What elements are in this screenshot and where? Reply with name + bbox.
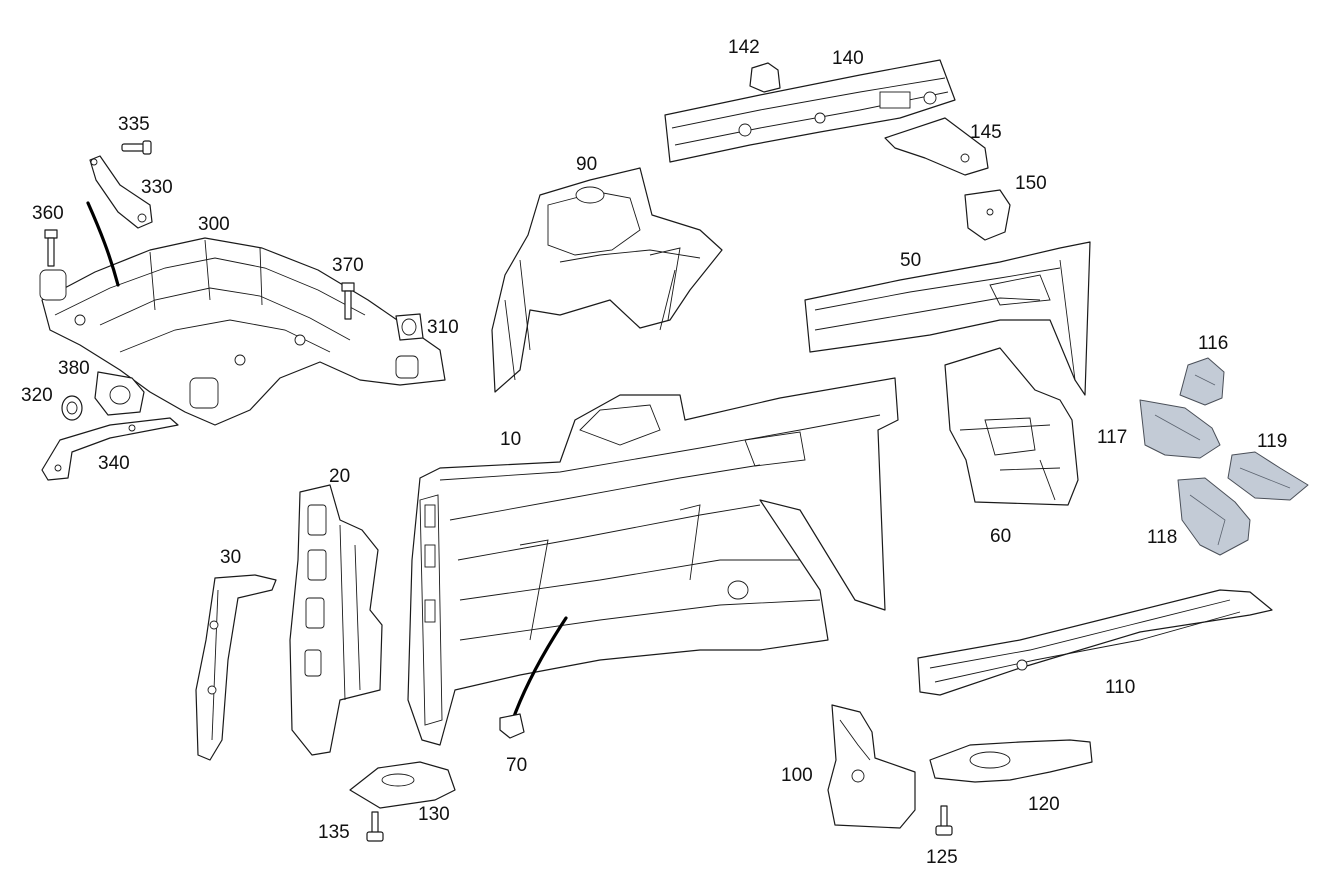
callout-150: 150 bbox=[1015, 173, 1047, 194]
part-110-rail[interactable] bbox=[917, 589, 1273, 696]
part-145-bracket[interactable] bbox=[884, 117, 989, 176]
part-119-panel[interactable] bbox=[1227, 451, 1309, 501]
part-100-bracket[interactable] bbox=[827, 704, 916, 829]
part-370-bolt[interactable] bbox=[341, 282, 355, 320]
callout-20: 20 bbox=[329, 466, 350, 487]
callout-145: 145 bbox=[970, 122, 1002, 143]
callout-135: 135 bbox=[318, 822, 350, 843]
callout-30: 30 bbox=[220, 547, 241, 568]
callout-117: 117 bbox=[1097, 427, 1127, 448]
leader-line bbox=[86, 201, 120, 287]
part-310-bushing[interactable] bbox=[395, 313, 424, 341]
part-10-front-structure[interactable] bbox=[407, 377, 899, 746]
callout-60: 60 bbox=[990, 526, 1011, 547]
part-117-panel[interactable] bbox=[1139, 399, 1221, 459]
callout-300: 300 bbox=[198, 214, 230, 235]
part-135-bolt[interactable] bbox=[366, 811, 384, 842]
callout-10: 10 bbox=[500, 429, 521, 450]
callout-118: 118 bbox=[1147, 527, 1177, 548]
callout-50: 50 bbox=[900, 250, 921, 271]
part-116-bracket[interactable] bbox=[1179, 357, 1225, 406]
callout-110: 110 bbox=[1105, 677, 1135, 698]
callout-140: 140 bbox=[832, 48, 864, 69]
part-330-bracket[interactable] bbox=[89, 155, 153, 229]
callout-119: 119 bbox=[1257, 431, 1287, 452]
part-90-shock-tower[interactable] bbox=[491, 167, 723, 393]
callout-130: 130 bbox=[418, 804, 450, 825]
part-118-bracket[interactable] bbox=[1177, 477, 1251, 556]
callout-310: 310 bbox=[427, 317, 459, 338]
part-20-pillar[interactable] bbox=[289, 484, 383, 756]
callout-360: 360 bbox=[32, 203, 64, 224]
leader-line bbox=[510, 616, 568, 724]
part-300-subframe[interactable] bbox=[39, 237, 446, 426]
callout-90: 90 bbox=[576, 154, 597, 175]
part-140-crossmember[interactable] bbox=[664, 59, 956, 163]
part-30-bracket[interactable] bbox=[195, 574, 277, 761]
callout-125: 125 bbox=[926, 847, 958, 868]
part-380-mount[interactable] bbox=[94, 371, 145, 416]
part-60-housing[interactable] bbox=[944, 347, 1079, 506]
part-142-bump-stop[interactable] bbox=[749, 62, 781, 93]
callout-330: 330 bbox=[141, 177, 173, 198]
callout-100: 100 bbox=[781, 765, 813, 786]
part-360-bolt[interactable] bbox=[44, 229, 58, 267]
callout-120: 120 bbox=[1028, 794, 1060, 815]
callout-70: 70 bbox=[506, 755, 527, 776]
part-340-bracket[interactable] bbox=[41, 417, 179, 481]
part-120-bracket[interactable] bbox=[929, 739, 1093, 783]
part-320-bushing[interactable] bbox=[61, 395, 83, 421]
part-150-bracket[interactable] bbox=[964, 189, 1011, 241]
callout-370: 370 bbox=[332, 255, 364, 276]
part-50-rail[interactable] bbox=[804, 241, 1091, 396]
part-125-bolt[interactable] bbox=[935, 805, 953, 836]
callout-116: 116 bbox=[1198, 333, 1228, 354]
callout-340: 340 bbox=[98, 453, 130, 474]
callout-335: 335 bbox=[118, 114, 150, 135]
part-70-clip[interactable] bbox=[499, 713, 525, 739]
callout-380: 380 bbox=[58, 358, 90, 379]
callout-142: 142 bbox=[728, 37, 760, 58]
part-130-cover[interactable] bbox=[349, 761, 456, 809]
part-335-bolt[interactable] bbox=[121, 140, 152, 155]
callout-320: 320 bbox=[21, 385, 53, 406]
